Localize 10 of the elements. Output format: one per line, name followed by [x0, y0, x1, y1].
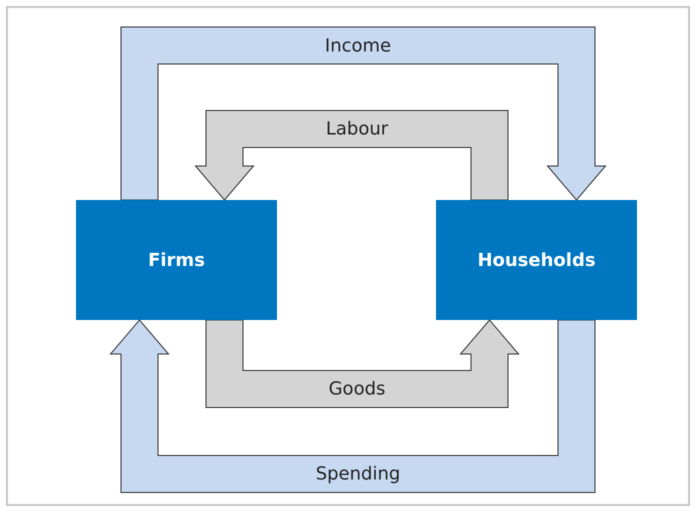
flow-arrow [206, 319, 520, 408]
edge-label: Spending [316, 464, 400, 484]
flow-arrow [120, 26, 607, 201]
edge-label: Goods [328, 378, 386, 400]
edge-label: Income [324, 35, 392, 56]
flow-arrow [109, 319, 596, 493]
entity-box: Firms [76, 200, 277, 320]
flow-arrow [194, 110, 508, 201]
edge-label: Labour [326, 118, 388, 140]
entity-box: Households [436, 200, 637, 320]
